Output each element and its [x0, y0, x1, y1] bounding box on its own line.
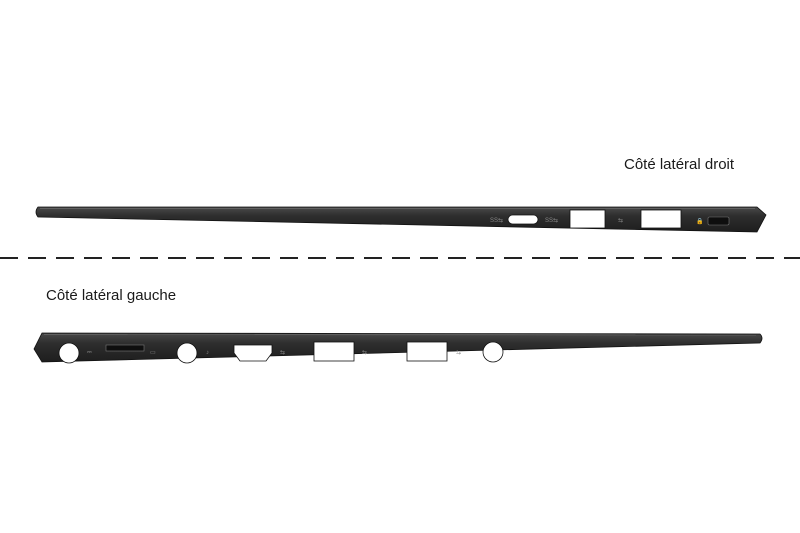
dashed-divider [0, 257, 800, 259]
port-icon: ⇆ [456, 349, 461, 356]
laptop-left-side-profile: ⎓ ▭ ♪ ⇆ ⇆ ⇆ [33, 332, 763, 364]
usb-a-port [406, 341, 448, 362]
port-icon: SS⇆ [490, 217, 503, 224]
port-icon: ▭ [150, 350, 156, 356]
port-icon: ⎓ [87, 350, 92, 356]
right-side-label: Côté latéral droit [624, 156, 735, 173]
round-port [482, 341, 504, 363]
lock-icon: 🔒 [696, 217, 703, 225]
left-side-label: Côté latéral gauche [46, 287, 177, 304]
port-icon: ⇆ [280, 349, 285, 356]
hdmi-port [233, 344, 273, 362]
usb-a-port [313, 341, 355, 362]
dc-in-port [58, 342, 80, 364]
port-icon: ⇆ [362, 349, 367, 356]
lock-slot [707, 216, 730, 226]
usb-a-port [640, 209, 682, 229]
usb-c-port [507, 214, 539, 225]
port-icon: SS⇆ [545, 217, 558, 224]
audio-jack [176, 342, 198, 364]
usb-a-port [569, 209, 606, 229]
laptop-right-side-profile: SS⇆ SS⇆ ⇆ 🔒 [35, 206, 767, 233]
sd-card-slot [105, 344, 145, 352]
headphone-icon: ♪ [206, 350, 209, 356]
port-icon: ⇆ [618, 217, 623, 224]
left-side-body [33, 332, 763, 363]
